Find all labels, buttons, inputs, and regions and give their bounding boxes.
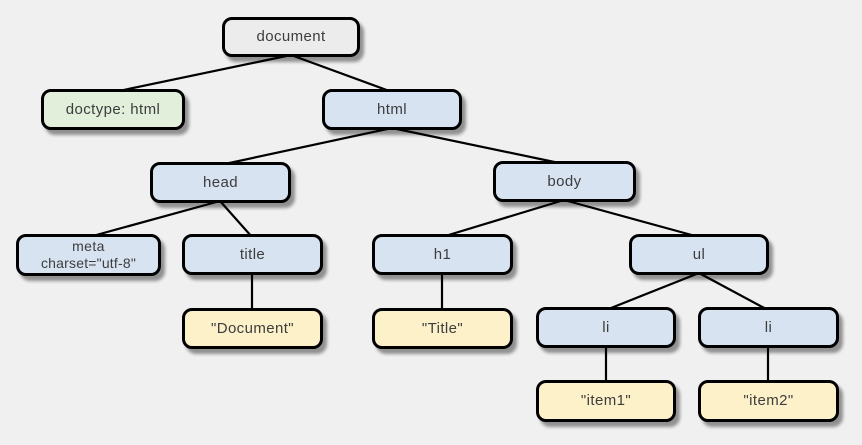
node-label: ul [692,245,706,263]
node-html: html [322,89,462,130]
node-text-item2: "item2" [698,380,839,422]
node-ul: ul [629,234,769,275]
node-label: doctype: html [65,100,161,118]
node-body: body [493,161,636,202]
node-text-document: "Document" [182,308,323,349]
node-label: h1 [433,245,452,263]
node-label: head [203,173,238,191]
node-li-2: li [698,307,839,348]
node-h1: h1 [372,234,513,275]
node-label: body [547,172,582,190]
node-text-item1: "item1" [536,380,676,422]
node-label: li [602,318,610,336]
node-li-1: li [536,307,676,348]
node-label: html [377,100,407,118]
node-label: li [764,318,773,336]
node-label: document [256,28,326,45]
node-label: title [239,245,266,263]
node-label: "item1" [580,392,632,409]
node-attribute: charset="utf-8" [40,255,137,271]
node-label: meta [72,238,105,255]
node-title: title [182,234,323,275]
node-label: "Title" [421,319,464,337]
node-text-title: "Title" [372,308,513,349]
node-label: "item2" [743,392,794,409]
node-doctype: doctype: html [41,89,185,130]
node-meta: meta charset="utf-8" [16,234,161,276]
node-head: head [150,162,291,203]
node-label: "Document" [210,319,294,337]
node-document: document [222,17,360,57]
